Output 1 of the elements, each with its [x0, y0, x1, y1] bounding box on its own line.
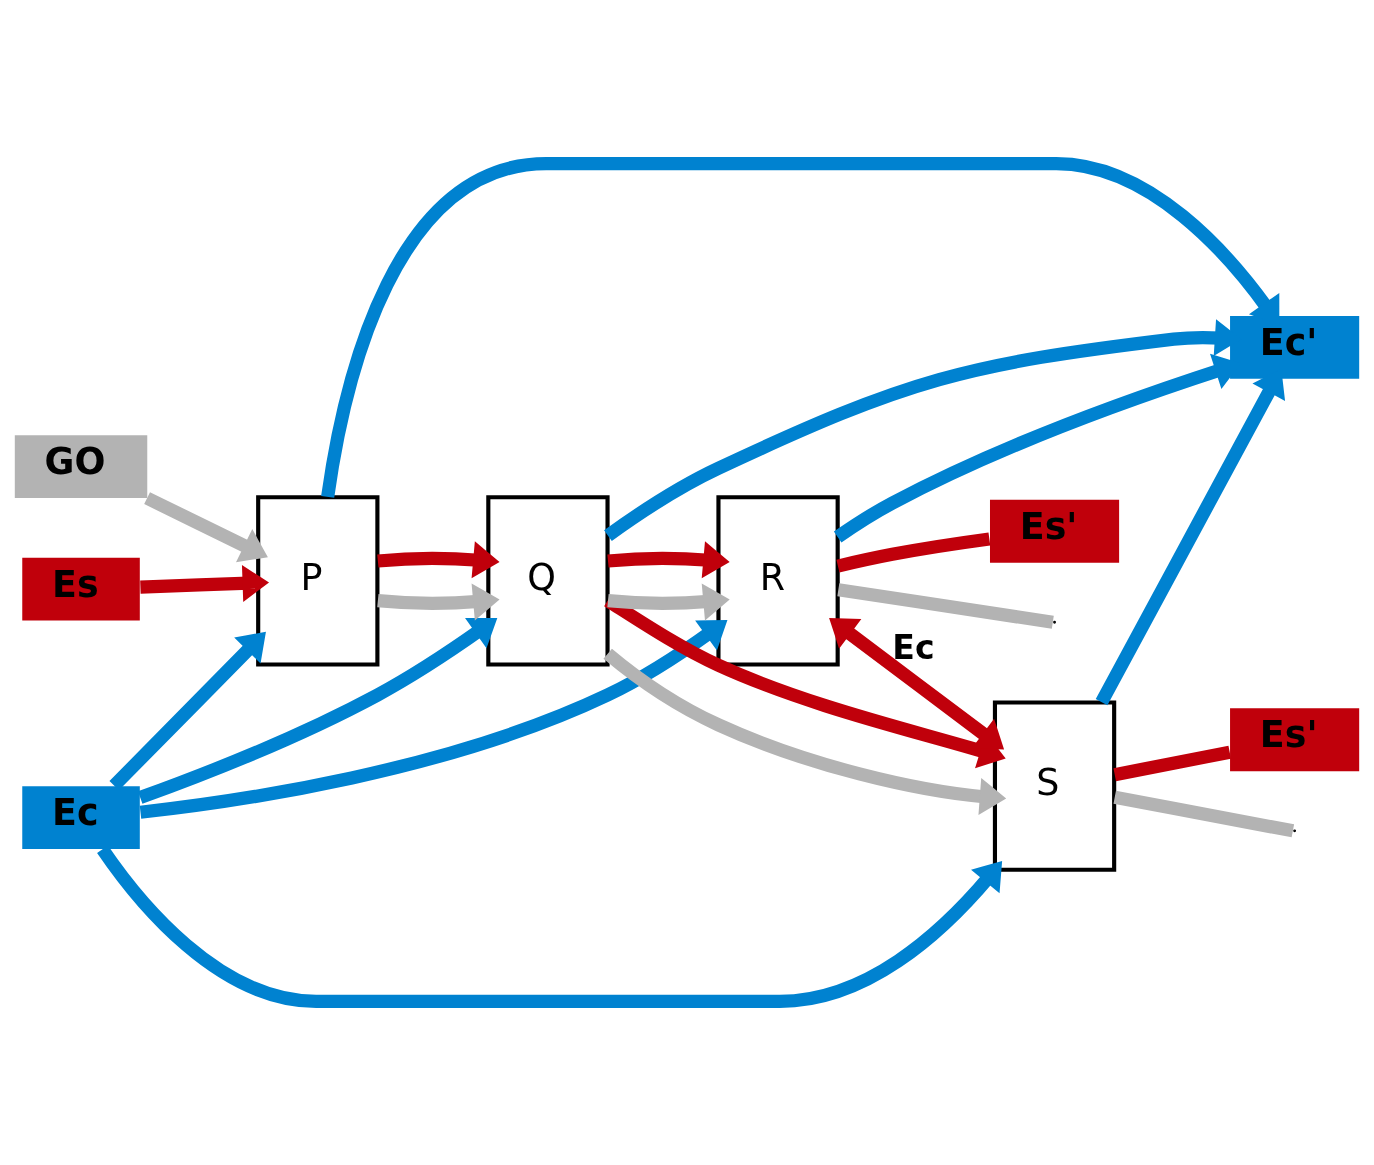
edge-label: Ec: [892, 627, 935, 667]
